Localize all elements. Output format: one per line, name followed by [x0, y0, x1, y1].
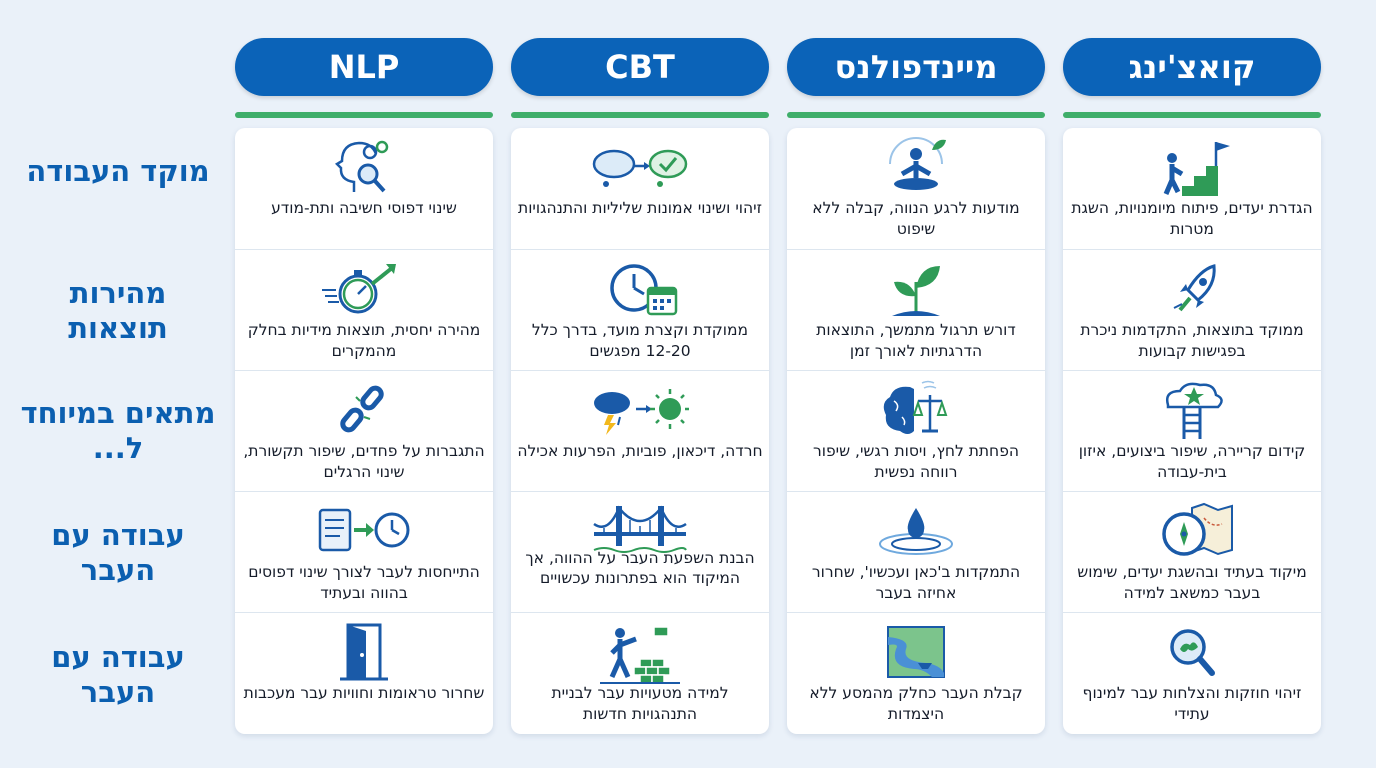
row-label-suited-for: מתאים במיוחד ל... [20, 396, 216, 465]
head-gears-magnifier-icon [314, 134, 414, 200]
header-underline [235, 112, 493, 118]
cell-text: ממוקדת וקצרת מועד, בדרך כלל 12-20 מפגשים [531, 321, 749, 360]
cell-cbt-suited: חרדה, דיכאון, פוביות, הפרעות אכילה [511, 370, 769, 491]
cell-coach-suited: קידום קריירה, שיפור ביצועים, איזון בית-ע… [1063, 370, 1321, 491]
row-label-past-work: עבודה עם העבר [51, 518, 185, 587]
cell-coach-focus: הגדרת יעדים, פיתוח מיומנויות, השגת מטרות [1063, 128, 1321, 249]
clock-calendar-icon [590, 256, 690, 322]
cell-cbt-focus: זיהוי ושינוי אמונות שליליות והתנהגויות [511, 128, 769, 249]
cell-mind-speed: דורש תרגול מתמשך, התוצאות הדרגתיות לאורך… [787, 249, 1045, 370]
cell-nlp-suited: התגברות על פחדים, שיפור תקשורת, שינוי הר… [235, 370, 493, 491]
header-underline [1063, 112, 1321, 118]
water-drop-icon [866, 498, 966, 564]
column-header-nlp: NLP [235, 38, 493, 96]
cell-text: מיקוד בעתיד ובהשגת יעדים, שימוש בעבר כמש… [1077, 563, 1307, 602]
column-header-mindfulness: מיינדפולנס [787, 38, 1045, 96]
column-header-coaching: קואצ'ינג [1063, 38, 1321, 96]
cell-text: חרדה, דיכאון, פוביות, הפרעות אכילה [517, 442, 763, 460]
rocket-icon [1142, 256, 1242, 322]
scroll-arrow-clock-icon [314, 498, 414, 564]
stairs-flag-icon [1142, 134, 1242, 200]
cell-mind-past-2: קבלת העבר כחלק מהמסע ללא היצמדות [787, 612, 1045, 733]
stopwatch-arrow-icon [314, 256, 414, 322]
cell-text: זיהוי ושינוי אמונות שליליות והתנהגויות [518, 199, 762, 217]
cell-text: דורש תרגול מתמשך, התוצאות הדרגתיות לאורך… [816, 321, 1016, 360]
column-cbt: זיהוי ושינוי אמונות שליליות והתנהגויות מ… [511, 128, 769, 734]
cell-cbt-speed: ממוקדת וקצרת מועד, בדרך כלל 12-20 מפגשים [511, 249, 769, 370]
sprout-icon [866, 256, 966, 322]
column-mindfulness: מודעות לרגע הנווה, קבלה ללא שיפוט דורש ת… [787, 128, 1045, 734]
meditation-icon [866, 134, 966, 200]
open-door-icon [314, 619, 414, 685]
brain-scales-icon [866, 377, 966, 443]
row-label-speed: מהירות תוצאות [68, 276, 168, 345]
storm-to-sun-icon [590, 377, 690, 443]
cell-nlp-past-2: שחרור טראומות וחוויות עבר מעכבות [235, 612, 493, 733]
cell-coach-past: מיקוד בעתיד ובהשגת יעדים, שימוש בעבר כמש… [1063, 491, 1321, 612]
magnifier-icon [1142, 619, 1242, 685]
column-nlp: שינוי דפוסי חשיבה ותת-מודע מהירה יחסית, … [235, 128, 493, 734]
cell-text: למידה מטעויות עבר לבניית התנהגויות חדשות [551, 684, 729, 723]
cell-text: קידום קריירה, שיפור ביצועים, איזון בית-ע… [1078, 442, 1306, 481]
broken-chain-icon [314, 377, 414, 443]
cell-text: התמקדות ב'כאן ועכשיו', שחרור אחיזה בעבר [811, 563, 1021, 602]
column-coaching: הגדרת יעדים, פיתוח מיומנויות, השגת מטרות… [1063, 128, 1321, 734]
column-header-cbt: CBT [511, 38, 769, 96]
cell-text: קבלת העבר כחלק מהמסע ללא היצמדות [809, 684, 1023, 723]
cell-text: הבנת השפעת העבר על ההווה, אך המיקוד הוא … [525, 549, 755, 587]
cell-mind-focus: מודעות לרגע הנווה, קבלה ללא שיפוט [787, 128, 1045, 249]
cell-text: מודעות לרגע הנווה, קבלה ללא שיפוט [812, 199, 1020, 238]
cell-coach-speed: ממוקד בתוצאות, התקדמות ניכרת בפגישות קבו… [1063, 249, 1321, 370]
header-underline [787, 112, 1045, 118]
header-underline [511, 112, 769, 118]
thought-clouds-check-icon [590, 134, 690, 200]
cell-text: שינוי דפוסי חשיבה ותת-מודע [271, 199, 457, 217]
cell-mind-suited: הפחתת לחץ, ויסות רגשי, שיפור רווחה נפשית [787, 370, 1045, 491]
cell-text: זיהוי חוזקות והצלחות עבר למינוף עתידי [1082, 684, 1302, 723]
cell-mind-past: התמקדות ב'כאן ועכשיו', שחרור אחיזה בעבר [787, 491, 1045, 612]
bridge-icon [590, 498, 690, 564]
cell-cbt-past: הבנת השפעת העבר על ההווה, אך המיקוד הוא … [511, 491, 769, 612]
cell-cbt-past-2: למידה מטעויות עבר לבניית התנהגויות חדשות [511, 612, 769, 733]
compass-map-icon [1142, 498, 1242, 564]
cell-text: הגדרת יעדים, פיתוח מיומנויות, השגת מטרות [1071, 199, 1313, 238]
cell-nlp-past: התייחסות לעבר לצורך שינוי דפוסים בהווה ו… [235, 491, 493, 612]
cell-nlp-speed: מהירה יחסית, תוצאות מידיות בחלק מהמקרים [235, 249, 493, 370]
building-wall-icon [590, 619, 690, 685]
row-label-focus: מוקד העבודה [26, 154, 210, 188]
ladder-cloud-star-icon [1142, 377, 1242, 443]
cell-text: שחרור טראומות וחוויות עבר מעכבות [243, 684, 485, 702]
cell-text: הפחתת לחץ, ויסות רגשי, שיפור רווחה נפשית [812, 442, 1019, 481]
cell-coach-past-2: זיהוי חוזקות והצלחות עבר למינוף עתידי [1063, 612, 1321, 733]
row-label-past-work-2: עבודה עם העבר [51, 640, 185, 709]
cell-text: ממוקד בתוצאות, התקדמות ניכרת בפגישות קבו… [1080, 321, 1304, 360]
cell-nlp-focus: שינוי דפוסי חשיבה ותת-מודע [235, 128, 493, 249]
cell-text: מהירה יחסית, תוצאות מידיות בחלק מהמקרים [247, 321, 481, 360]
cell-text: התייחסות לעבר לצורך שינוי דפוסים בהווה ו… [248, 563, 480, 602]
river-boat-icon [866, 619, 966, 685]
cell-text: התגברות על פחדים, שיפור תקשורת, שינוי הר… [243, 442, 485, 481]
